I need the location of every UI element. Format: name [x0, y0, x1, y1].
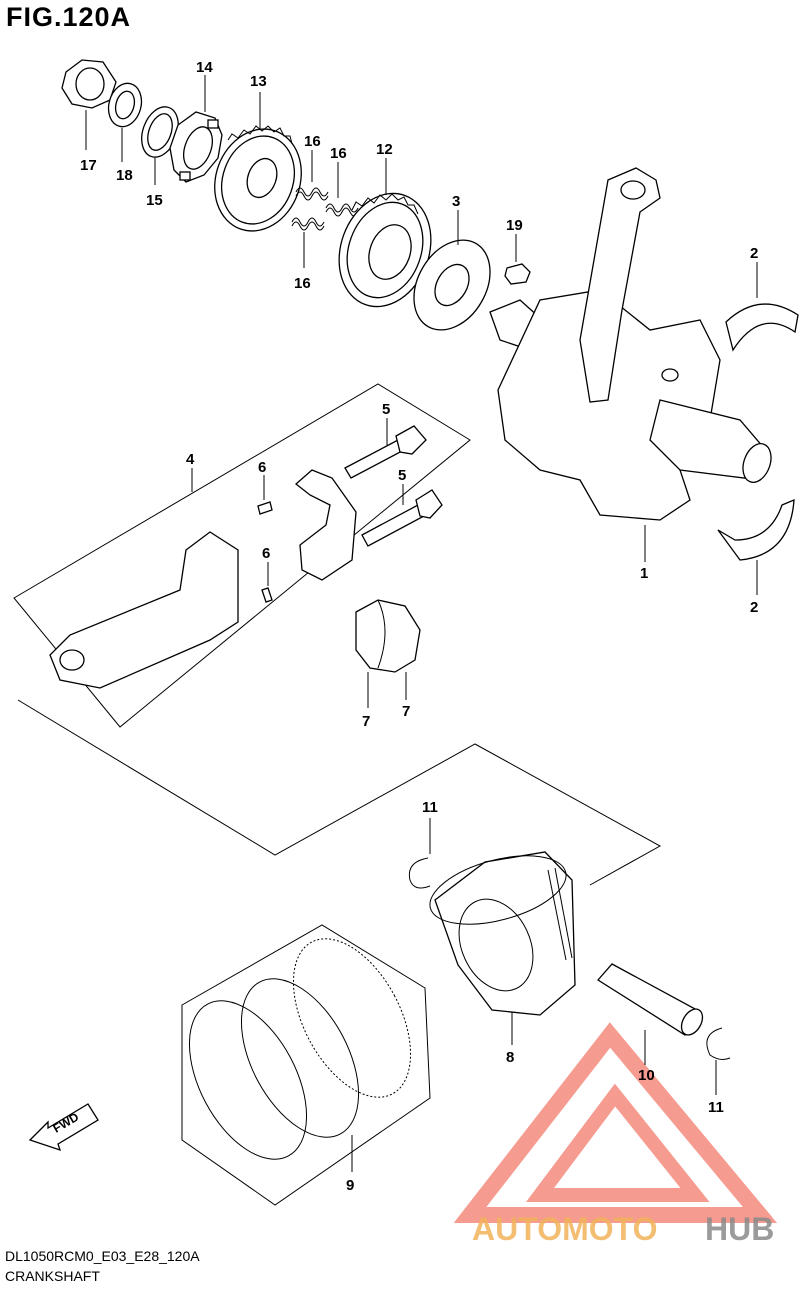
- callout-6-lower: 6: [262, 545, 270, 562]
- key-part-19: [504, 263, 531, 285]
- callout-2-lower: 2: [750, 599, 758, 616]
- gear-part-13: [214, 125, 302, 232]
- spring-part-16-c: [291, 217, 325, 231]
- callout-16-c: 16: [294, 275, 311, 292]
- washer-part-18: [107, 82, 143, 128]
- figure-title: FIG.120A: [6, 2, 132, 32]
- piston-pin-part-10: [597, 963, 704, 1036]
- callout-4: 4: [186, 451, 195, 468]
- callout-9: 9: [346, 1177, 354, 1194]
- watermark-wordmark: AUTOMOTO HUB: [472, 1211, 774, 1247]
- callout-2-upper: 2: [750, 245, 758, 262]
- connecting-rod-part-4: [49, 531, 239, 689]
- callout-10: 10: [638, 1067, 655, 1084]
- spring-part-16-a: [295, 187, 329, 201]
- watermark-text-part2: HUB: [705, 1211, 774, 1247]
- callout-8: 8: [506, 1049, 514, 1066]
- callout-17: 17: [80, 157, 97, 174]
- dowel-pin-part-6-upper: [257, 501, 273, 515]
- spring-part-16-b: [325, 203, 359, 217]
- dowel-pin-part-6-lower: [261, 587, 273, 603]
- watermark-logo-icon: [453, 1022, 778, 1223]
- callout-11-right: 11: [708, 1099, 724, 1116]
- callout-11-left: 11: [422, 799, 438, 816]
- callout-5-upper: 5: [382, 401, 390, 418]
- circlip-part-15: [141, 106, 179, 158]
- circlip-part-11-left: [408, 857, 431, 889]
- bearing-part-2-upper: [725, 303, 799, 352]
- callout-16-b: 16: [330, 145, 347, 162]
- piston-part-8: [429, 851, 576, 1016]
- circlip-part-11-right: [706, 1027, 731, 1060]
- watermark-text-part1: AUTOMOTO: [472, 1211, 657, 1247]
- gear-part-12: [338, 192, 432, 308]
- bearing-part-2-lower: [717, 498, 795, 561]
- piston-rings-outline: [181, 924, 431, 1206]
- forward-direction-arrow-icon: FWD: [28, 1103, 99, 1152]
- crankshaft-part-1: [489, 167, 772, 521]
- callout-1: 1: [640, 565, 648, 582]
- callout-13: 13: [250, 73, 267, 90]
- conrod-bearing-part-7: [355, 599, 421, 673]
- callout-18: 18: [116, 167, 133, 184]
- bolt-part-5-lower: [361, 489, 443, 547]
- figure-code: DL1050RCM0_E03_E28_120A: [5, 1248, 200, 1264]
- callout-7-left: 7: [362, 713, 370, 730]
- callout-14: 14: [196, 59, 213, 76]
- callout-6-upper: 6: [258, 459, 266, 476]
- callout-15: 15: [146, 192, 163, 209]
- piston-assembly-outline: [17, 699, 662, 886]
- callout-7-right: 7: [402, 703, 410, 720]
- lock-washer-part-14: [169, 111, 223, 183]
- conrod-cap: [294, 469, 357, 581]
- washer-part-3: [413, 239, 491, 331]
- callout-12: 12: [376, 141, 393, 158]
- callout-3: 3: [452, 193, 460, 210]
- callout-16-a: 16: [304, 133, 321, 150]
- figure-name: CRANKSHAFT: [5, 1268, 100, 1284]
- piston-rings-part-9: [188, 938, 412, 1160]
- callout-19: 19: [506, 217, 523, 234]
- nut-part-17: [61, 59, 117, 109]
- callout-5-lower: 5: [398, 467, 406, 484]
- bolt-part-5-upper: [344, 425, 427, 479]
